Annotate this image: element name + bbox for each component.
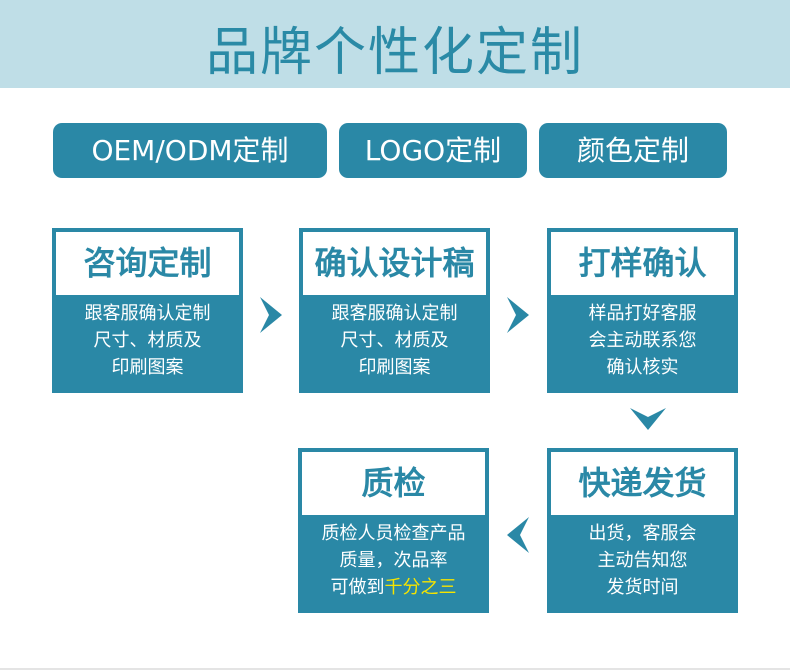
option-color: 颜色定制 <box>539 123 727 178</box>
step-title: 确认设计稿 <box>303 232 486 295</box>
highlight-text: 千分之三 <box>384 577 457 598</box>
page-title: 品牌个性化定制 <box>205 23 584 83</box>
step-desc-prefix: 可做到 <box>330 577 385 598</box>
arrow-left-icon <box>507 517 529 553</box>
step-title: 快递发货 <box>551 452 734 515</box>
step-desc-line: 印刷图案 <box>111 357 184 378</box>
step-sample: 打样确认 样品打好客服会主动联系您确认核实 <box>547 228 738 393</box>
step-confirm-design: 确认设计稿 跟客服确认定制尺寸、材质及印刷图案 <box>299 228 490 393</box>
step-desc-line: 样品打好客服 <box>588 303 697 324</box>
step-desc-line: 印刷图案 <box>358 357 431 378</box>
step-desc-line: 出货，客服会 <box>588 523 697 544</box>
step-desc-line: 质检人员检查产品 <box>321 523 466 544</box>
header-banner: 品牌个性化定制 <box>0 0 790 88</box>
step-desc-line: 会主动联系您 <box>588 330 697 351</box>
step-desc-line: 确认核实 <box>606 357 679 378</box>
option-oem-odm: OEM/ODM定制 <box>53 123 327 178</box>
step-title: 质检 <box>302 452 485 515</box>
bottom-divider <box>0 668 790 670</box>
step-desc-line: 尺寸、材质及 <box>340 330 449 351</box>
step-consult: 咨询定制 跟客服确认定制尺寸、材质及印刷图案 <box>52 228 243 393</box>
arrow-down-icon <box>630 408 666 430</box>
step-desc-line: 质量，次品率 <box>339 550 448 571</box>
step-desc-line: 跟客服确认定制 <box>331 303 458 324</box>
step-shipping: 快递发货 出货，客服会主动告知您发货时间 <box>547 448 738 613</box>
step-desc-line: 主动告知您 <box>597 550 688 571</box>
arrow-right-icon <box>507 297 529 333</box>
arrow-right-icon <box>260 297 282 333</box>
step-desc-line: 尺寸、材质及 <box>93 330 202 351</box>
step-quality-check: 质检 质检人员检查产品质量，次品率可做到千分之三 <box>298 448 489 613</box>
step-title: 咨询定制 <box>56 232 239 295</box>
step-title: 打样确认 <box>551 232 734 295</box>
option-logo: LOGO定制 <box>339 123 527 178</box>
step-desc-line: 跟客服确认定制 <box>84 303 211 324</box>
step-desc-line: 发货时间 <box>606 577 679 598</box>
